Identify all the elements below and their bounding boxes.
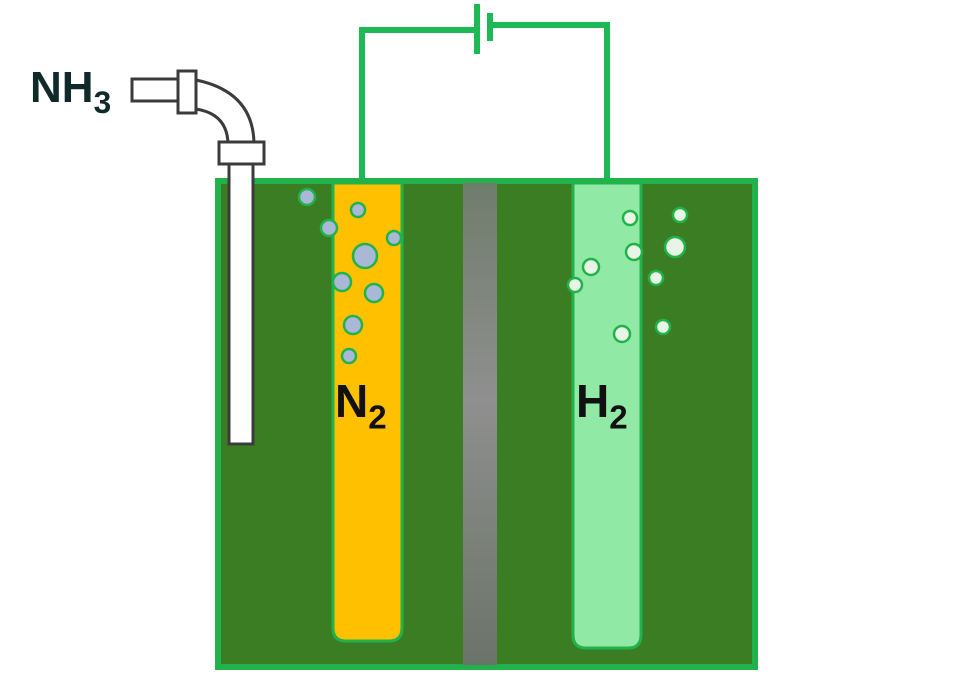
- h2-bubble: [671, 206, 689, 224]
- n2-bubble: [385, 229, 403, 247]
- h2-bubble: [612, 324, 632, 344]
- h2-bubble: [663, 235, 687, 259]
- n2-bubble: [351, 242, 379, 270]
- circuit-wire: [359, 22, 610, 183]
- h2-bubble: [624, 242, 644, 262]
- nh3-label-subscript: 3: [93, 84, 112, 121]
- h2-bubble: [581, 257, 601, 277]
- separator-membrane: [463, 183, 497, 665]
- n2-bubble: [349, 201, 367, 219]
- h2-label-subscript: 2: [609, 399, 628, 437]
- h2-bubble: [647, 269, 665, 287]
- n2-label-subscript: 2: [368, 399, 387, 437]
- n2-label: N2: [335, 375, 387, 435]
- nh3-label: NH3: [30, 63, 111, 118]
- elbow-pipe-icon: [130, 69, 266, 446]
- n2-bubble: [340, 347, 358, 365]
- h2-bubbles: [566, 206, 689, 344]
- n2-bubble: [319, 218, 339, 238]
- h2-bubble: [566, 276, 584, 294]
- nh3-label-main: NH: [30, 63, 94, 112]
- h2-electrode: [571, 181, 643, 650]
- n2-bubble: [331, 271, 353, 293]
- h2-bubble: [654, 318, 672, 336]
- n2-electrode: [331, 181, 404, 643]
- n2-bubble: [363, 282, 385, 304]
- h2-label-main: H: [576, 375, 610, 427]
- n2-bubble: [297, 187, 317, 207]
- n2-label-main: N: [335, 375, 369, 427]
- n2-bubbles: [297, 187, 403, 365]
- n2-bubble: [342, 314, 364, 336]
- h2-bubble: [621, 209, 639, 227]
- h2-label: H2: [576, 375, 628, 435]
- battery-symbol-icon: [474, 4, 493, 54]
